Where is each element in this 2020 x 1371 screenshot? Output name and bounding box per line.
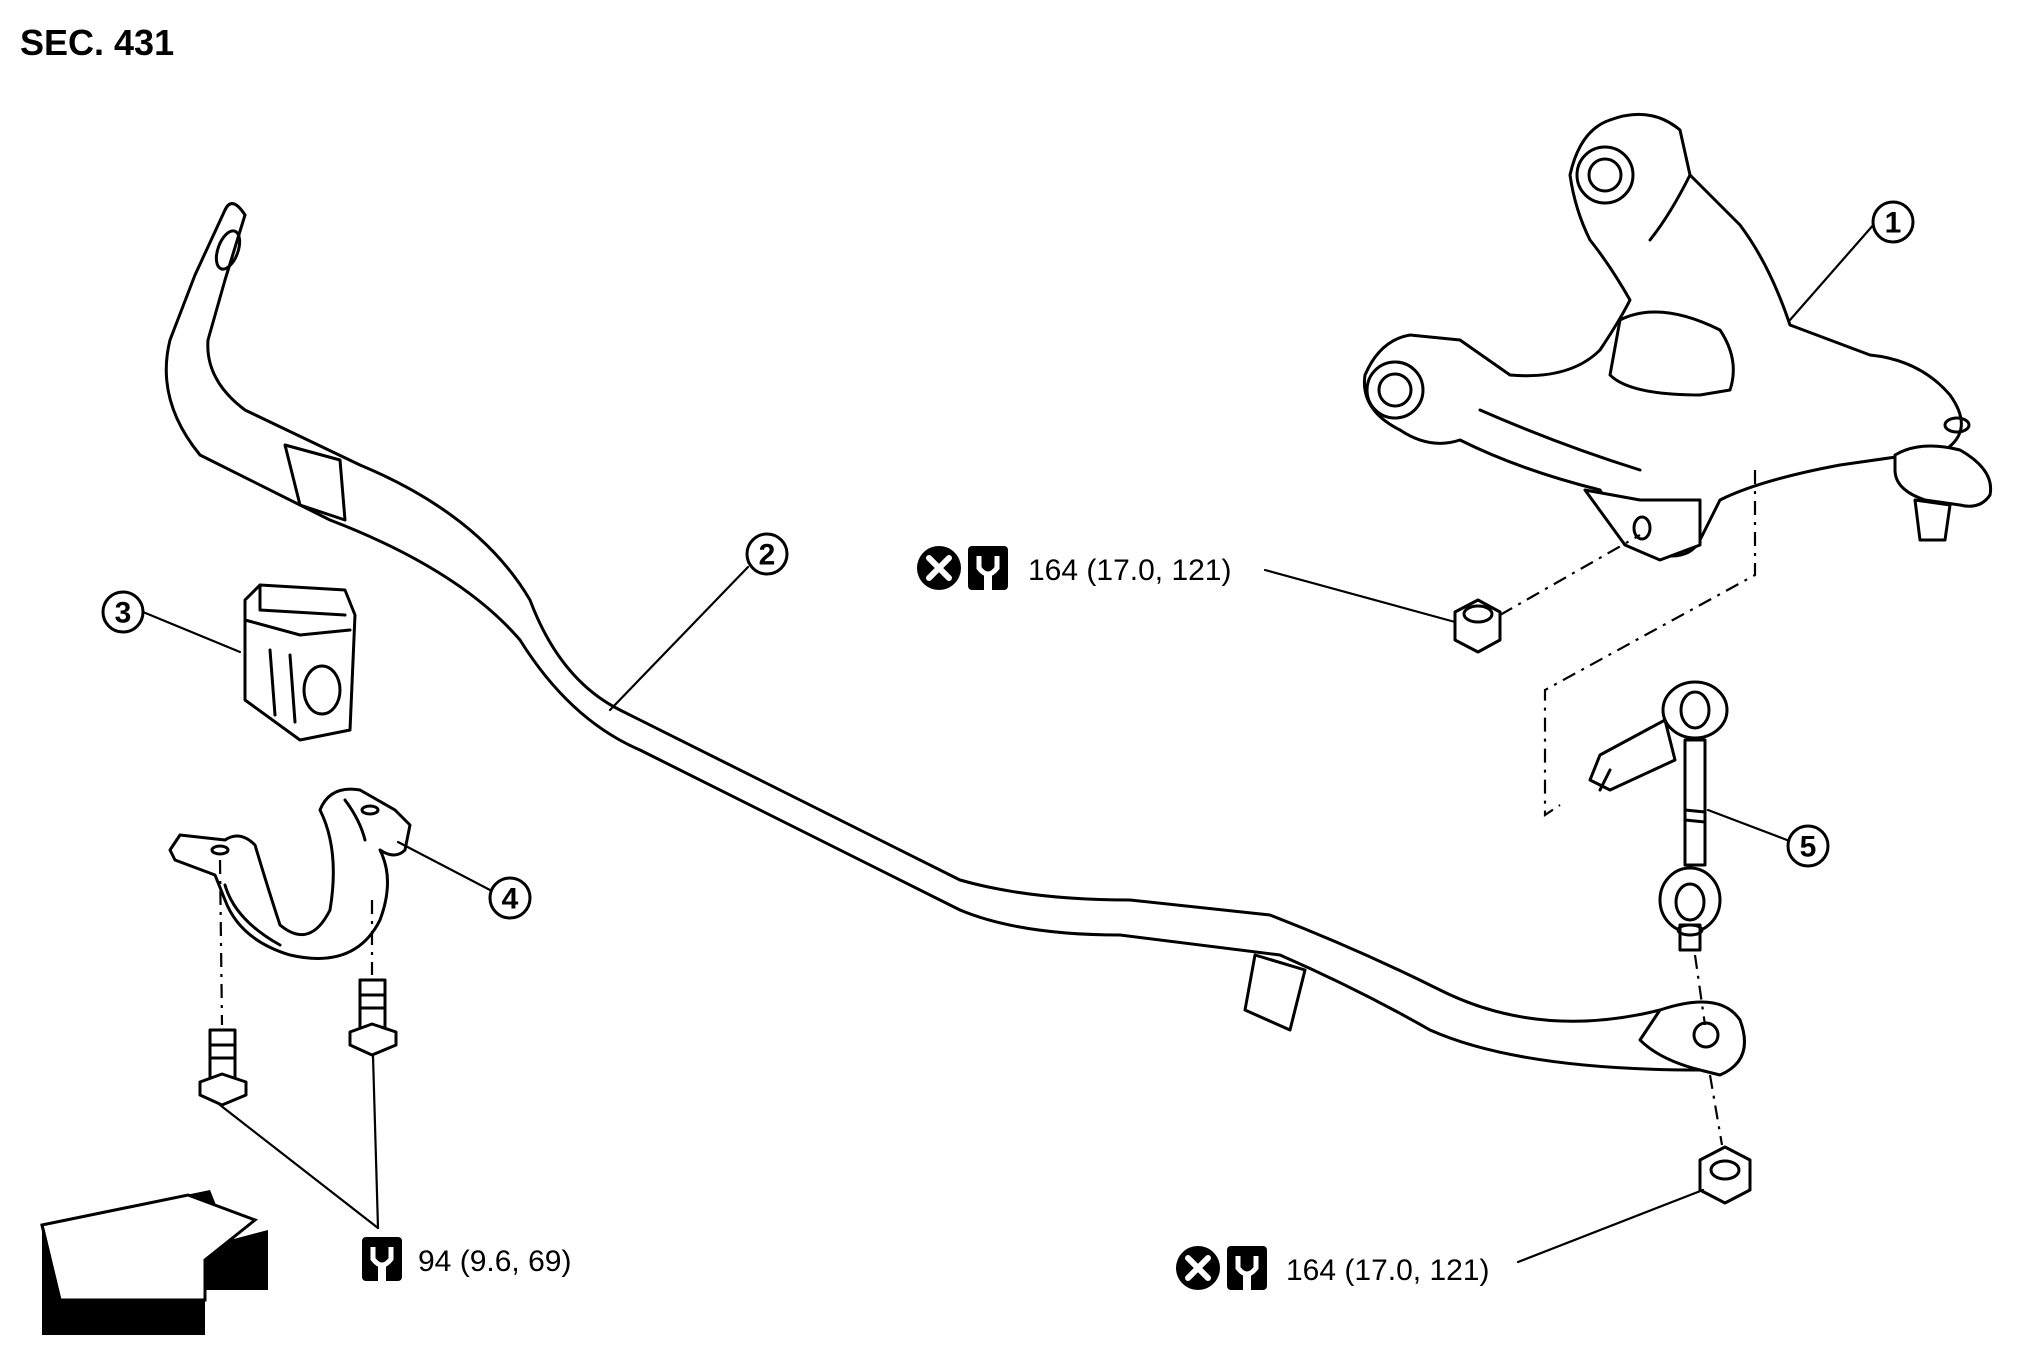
- svg-text:2: 2: [759, 539, 776, 572]
- callout-5: 5: [1786, 824, 1830, 868]
- stabilizer-clamp: [168, 787, 412, 960]
- connecting-rod: [1588, 680, 1729, 952]
- callout-1: 1: [1871, 200, 1915, 244]
- bolt-left: [198, 1028, 248, 1107]
- torque-wrench-icon: [1227, 1246, 1267, 1290]
- svg-text:1: 1: [1885, 207, 1902, 240]
- section-label: SEC. 431: [20, 22, 174, 63]
- non-reusable-x-icon: [1176, 1246, 1220, 1290]
- svg-text:164 (17.0, 121): 164 (17.0, 121): [1028, 554, 1231, 587]
- lower-arm: [1362, 112, 1993, 562]
- torque-wrench-icon: [362, 1237, 402, 1281]
- stabilizer-bar: [164, 202, 1746, 1077]
- torque-wrench-icon: [968, 546, 1008, 590]
- upper-nut: [1453, 598, 1502, 654]
- torque-spec-lower: 164 (17.0, 121): [1176, 1246, 1489, 1290]
- callout-3: 3: [101, 590, 145, 634]
- svg-text:5: 5: [1800, 831, 1817, 864]
- torque-spec-bolts: 94 (9.6, 69): [362, 1237, 571, 1281]
- non-reusable-x-icon: [917, 546, 961, 590]
- svg-text:94 (9.6, 69): 94 (9.6, 69): [418, 1245, 571, 1278]
- leader-lines: [141, 221, 1877, 1264]
- svg-text:164 (17.0, 121): 164 (17.0, 121): [1286, 1254, 1489, 1287]
- callout-4: 4: [488, 876, 532, 920]
- torque-spec-upper: 164 (17.0, 121): [917, 546, 1231, 590]
- stabilizer-bushing: [243, 583, 357, 742]
- svg-text:3: 3: [115, 597, 132, 630]
- callout-2: 2: [745, 532, 789, 576]
- bolt-right: [348, 978, 398, 1057]
- svg-text:4: 4: [502, 883, 519, 916]
- lower-nut: [1698, 1145, 1752, 1205]
- alignment-lines: [218, 470, 1757, 1146]
- front-direction-arrow: [40, 1190, 268, 1335]
